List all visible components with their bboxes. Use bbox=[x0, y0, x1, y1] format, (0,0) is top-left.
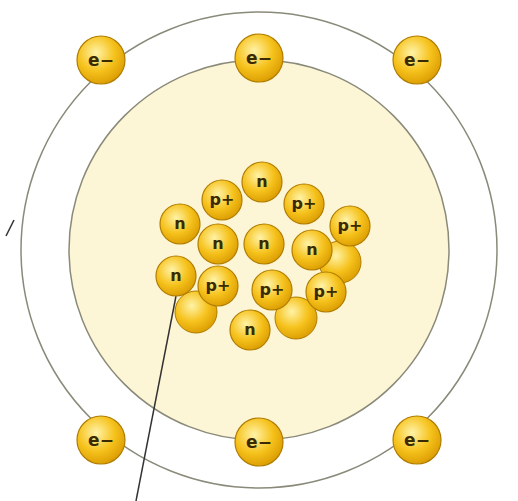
outer-shell bbox=[21, 12, 497, 488]
nucleon: n bbox=[243, 223, 285, 265]
particle-label: e− bbox=[404, 432, 430, 449]
inner-shell bbox=[69, 60, 449, 440]
particle-label: p+ bbox=[210, 192, 235, 208]
electron: e− bbox=[234, 417, 284, 467]
particle-label: n bbox=[256, 174, 267, 190]
nucleon: n bbox=[159, 203, 201, 245]
particle-label: n bbox=[174, 216, 185, 232]
particle-label: e− bbox=[404, 52, 430, 69]
nucleon: n bbox=[197, 223, 239, 265]
particle-label: n bbox=[258, 236, 269, 252]
particle-label: n bbox=[244, 322, 255, 338]
particle-label: p+ bbox=[260, 282, 285, 298]
nucleon: n bbox=[155, 255, 197, 297]
nucleon: p+ bbox=[251, 269, 293, 311]
particle-label: n bbox=[212, 236, 223, 252]
electron: e− bbox=[234, 33, 284, 83]
electron: e− bbox=[76, 415, 126, 465]
nucleon: p+ bbox=[305, 271, 347, 313]
electron: e− bbox=[392, 415, 442, 465]
leader-line bbox=[136, 296, 176, 501]
particle-label: p+ bbox=[206, 278, 231, 294]
particle-label: e− bbox=[246, 434, 272, 451]
particle-label: p+ bbox=[292, 196, 317, 212]
particle-label: n bbox=[170, 268, 181, 284]
nucleon: p+ bbox=[283, 183, 325, 225]
nucleon: p+ bbox=[197, 265, 239, 307]
nucleon: n bbox=[241, 161, 283, 203]
electron: e− bbox=[392, 35, 442, 85]
particle-label: e− bbox=[88, 432, 114, 449]
nucleon: p+ bbox=[201, 179, 243, 221]
nucleon: p+ bbox=[329, 205, 371, 247]
particle-label: p+ bbox=[314, 284, 339, 300]
electron: e− bbox=[76, 35, 126, 85]
nucleon: n bbox=[229, 309, 271, 351]
particle-label: p+ bbox=[338, 218, 363, 234]
leader-line bbox=[6, 220, 14, 236]
particle-label: e− bbox=[246, 50, 272, 67]
nucleon: n bbox=[291, 229, 333, 271]
particle-label: e− bbox=[88, 52, 114, 69]
particle-label: n bbox=[306, 242, 317, 258]
